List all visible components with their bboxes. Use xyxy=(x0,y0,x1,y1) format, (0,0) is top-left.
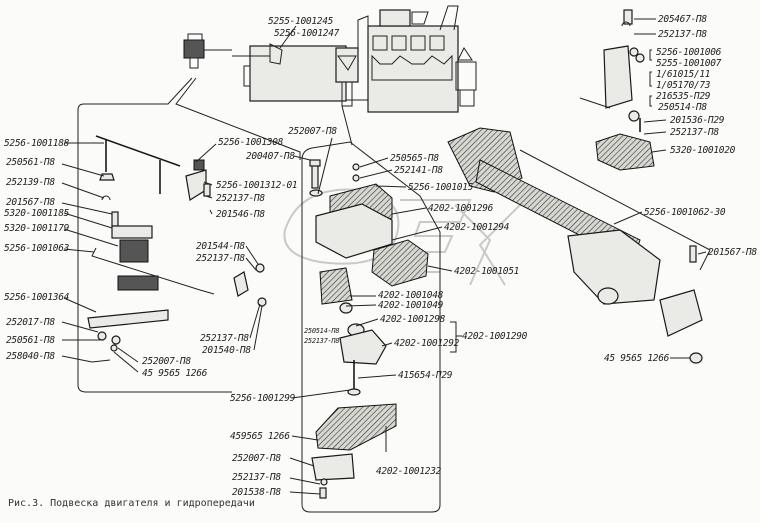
part-label: 45 9565 1266 xyxy=(142,368,208,379)
left-parts xyxy=(87,135,267,363)
part-label: 5256-1001015 xyxy=(408,182,474,193)
part-label: 252007-П8 xyxy=(232,453,281,464)
right-parts xyxy=(447,9,711,364)
part-label: 5320-1001185 xyxy=(4,208,70,219)
part-label: 4202-1001298 xyxy=(380,314,446,325)
part-label: 252007-П8 xyxy=(142,356,191,367)
part-label: 5256-1001299 xyxy=(230,393,296,404)
part-label: 252137-П8 xyxy=(216,193,265,204)
part-label: 5256-1001063 xyxy=(4,243,70,254)
part-label: 5256-1001308 xyxy=(218,137,284,148)
part-label: 252137-П8 xyxy=(232,472,281,483)
part-label: 252137-П8 xyxy=(658,29,707,40)
part-label: 5255-1001245 xyxy=(268,16,334,27)
part-label: 250561-П8 xyxy=(6,157,55,168)
part-label: 250561-П8 xyxy=(6,335,55,346)
part-label: 250514-П8 xyxy=(658,102,707,113)
part-label: 201567-П8 xyxy=(6,197,55,208)
part-label: 5256-1001364 xyxy=(4,292,70,303)
part-label: 252137-П8 xyxy=(200,333,249,344)
part-label: 5256-1001188 xyxy=(4,138,70,149)
group-outline-left xyxy=(77,77,301,393)
part-label: 252137-П8 xyxy=(670,127,719,138)
part-label: 415654-П29 xyxy=(398,370,453,381)
group-outline-center xyxy=(301,105,441,513)
part-label: 5320-1001179 xyxy=(4,223,70,234)
part-label: 5255-1001007 xyxy=(656,58,722,69)
part-label: 1/05170/73 xyxy=(656,80,711,91)
part-label: 216535-П29 xyxy=(656,91,711,102)
part-label: 201546-П8 xyxy=(216,209,265,220)
part-label: 200407-П8 xyxy=(246,151,295,162)
part-label: 201536-П29 xyxy=(670,115,725,126)
part-label: 252139-П8 xyxy=(6,177,55,188)
part-label: 201540-П8 xyxy=(202,345,251,356)
engine-transmission-assembly xyxy=(183,5,477,113)
part-label: 252137-П8 xyxy=(196,253,245,264)
part-label: 252017-П8 xyxy=(6,317,55,328)
part-label: 5256-1001006 xyxy=(656,47,722,58)
part-label: 4202-1001232 xyxy=(376,466,442,477)
part-label: 4202-1001048 xyxy=(378,290,444,301)
part-label: 201567-П8 xyxy=(708,247,757,258)
part-label: 250514-П8 xyxy=(304,327,340,335)
part-label: 5256-1001062-30 xyxy=(644,207,726,218)
part-label: 252007-П8 xyxy=(288,126,337,137)
part-label: 4202-1001296 xyxy=(428,203,494,214)
part-label: 4202-1001292 xyxy=(394,338,460,349)
leader-lines xyxy=(61,18,707,495)
part-label: 4202-1001290 xyxy=(462,331,528,342)
part-label: 201544-П8 xyxy=(196,241,245,252)
part-label: 1/61015/11 xyxy=(656,69,711,80)
part-label: 4202-1001049 xyxy=(378,300,444,311)
part-label: 5256-1001247 xyxy=(274,28,340,39)
part-label: 45 9565 1266 xyxy=(604,353,670,364)
part-label: 4202-1001294 xyxy=(444,222,510,233)
part-label: 252137-П8 xyxy=(304,337,340,345)
part-label: 205467-П8 xyxy=(658,14,707,25)
part-label: 258040-П8 xyxy=(6,351,55,362)
figure-caption: Рис.3. Подвеска двигателя и гидропередач… xyxy=(8,498,255,509)
part-label: 250565-П8 xyxy=(390,153,439,164)
part-label: 4202-1001051 xyxy=(454,266,520,277)
part-label: 5256-1001312-01 xyxy=(216,180,298,191)
part-label: 5320-1001020 xyxy=(670,145,736,156)
part-label: 252141-П8 xyxy=(394,165,443,176)
part-label: 201538-П8 xyxy=(232,487,281,498)
part-label: 459565 1266 xyxy=(230,431,290,442)
center-parts xyxy=(309,159,429,499)
